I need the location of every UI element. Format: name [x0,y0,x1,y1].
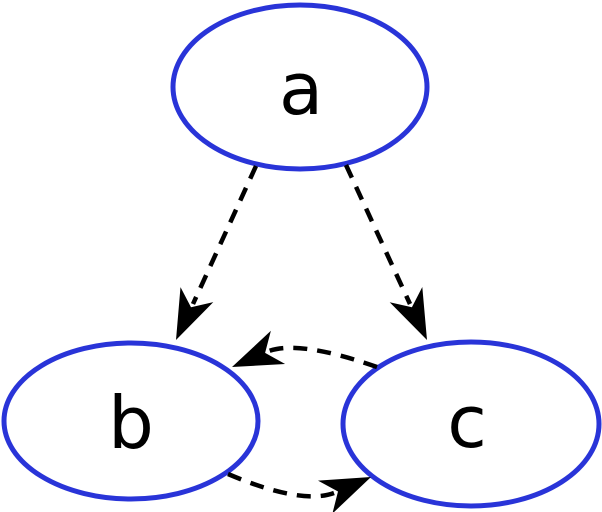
node-c-label: c [447,380,487,464]
edge-c-to-b [232,330,378,370]
node-a-ellipse [170,2,430,172]
node-b-ellipse [1,340,261,502]
node-a-label: a [279,47,323,131]
node-c-ellipse [340,339,602,509]
edge-c-to-b-curve [268,345,378,370]
edge-a-to-b-arrowhead-icon [176,287,214,340]
edge-b-to-c-curve [227,471,335,499]
node-b-label: b [108,381,154,465]
edge-a-to-c [343,164,427,340]
edge-b-to-c-arrowhead-icon [318,477,371,512]
edge-c-to-b-arrowhead-icon [232,330,286,367]
edge-a-to-c-line [343,164,413,305]
edge-a-to-b [176,165,259,340]
edge-b-to-c [227,471,371,512]
edge-a-to-b-line [190,165,259,305]
edge-a-to-c-arrowhead-icon [389,287,427,340]
